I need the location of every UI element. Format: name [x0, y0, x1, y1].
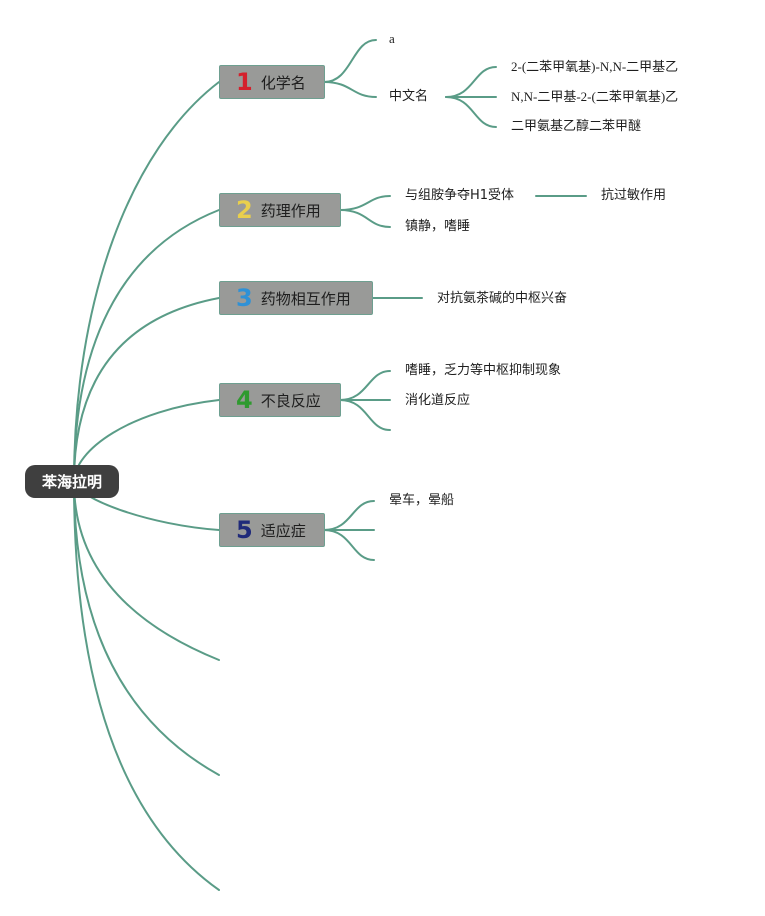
branch-pharmacology[interactable]: 2 药理作用	[219, 193, 341, 227]
link-root-empty-8	[73, 481, 220, 891]
branch-label: 适应症	[260, 521, 306, 540]
link-root-branch-2	[73, 209, 220, 483]
link-b1-cn	[323, 81, 377, 98]
leaf-b2-anti-allergy[interactable]: 抗过敏作用	[601, 188, 667, 203]
branch-indications[interactable]: 5 适应症	[219, 513, 325, 547]
link-b4-3	[339, 399, 391, 431]
number-1-icon: 1	[236, 68, 253, 96]
link-b2-1	[339, 195, 391, 211]
root-node[interactable]: 苯海拉明	[25, 465, 119, 498]
root-label: 苯海拉明	[41, 473, 102, 491]
leaf-b2-h1-receptor[interactable]: 与组胺争夺H1受体	[405, 188, 515, 203]
link-cn-3	[445, 96, 497, 128]
leaf-b4-cns-inhibition[interactable]: 嗜睡，乏力等中枢抑制现象	[405, 363, 562, 378]
leaf-b1-cn-1[interactable]: 2-(二苯甲氧基)-N,N-二甲基乙	[511, 59, 679, 74]
link-cn-1	[445, 66, 497, 98]
branch-label: 化学名	[260, 73, 306, 92]
branch-chemical-name[interactable]: 1 化学名	[219, 65, 325, 99]
leaf-b1-cn-2[interactable]: N,N-二甲基-2-(二苯甲氧基)乙	[511, 89, 679, 104]
number-4-icon: 4	[236, 386, 253, 414]
link-root-branch-1	[73, 81, 220, 483]
link-root-empty-6	[73, 481, 220, 661]
number-2-icon: 2	[236, 196, 253, 224]
branch-adverse-reactions[interactable]: 4 不良反应	[219, 383, 341, 417]
link-b2-2	[339, 209, 391, 228]
branch-label: 药物相互作用	[260, 289, 351, 308]
branch-label: 药理作用	[260, 201, 321, 220]
leaf-b4-digestive[interactable]: 消化道反应	[405, 393, 471, 408]
branch-label: 不良反应	[260, 391, 321, 410]
number-3-icon: 3	[236, 284, 253, 312]
leaf-b3-aminophylline[interactable]: 对抗氨茶碱的中枢兴奋	[437, 291, 568, 306]
leaf-b2-sedation[interactable]: 镇静，嗜睡	[405, 219, 471, 234]
link-root-empty-7	[73, 481, 220, 776]
link-b4-1	[339, 370, 391, 401]
link-b5-3	[323, 529, 375, 561]
link-b1-a	[323, 39, 377, 83]
leaf-b1-chinese-name[interactable]: 中文名	[389, 89, 429, 104]
link-root-branch-3	[73, 297, 220, 483]
leaf-b1-cn-3[interactable]: 二甲氨基乙醇二苯甲醚	[511, 119, 642, 134]
link-b5-1	[323, 500, 375, 531]
number-5-icon: 5	[236, 516, 253, 544]
branch-drug-interaction[interactable]: 3 药物相互作用	[219, 281, 373, 315]
leaf-b5-motion-sickness[interactable]: 晕车，晕船	[389, 493, 455, 508]
leaf-b1-a[interactable]: a	[389, 31, 395, 46]
